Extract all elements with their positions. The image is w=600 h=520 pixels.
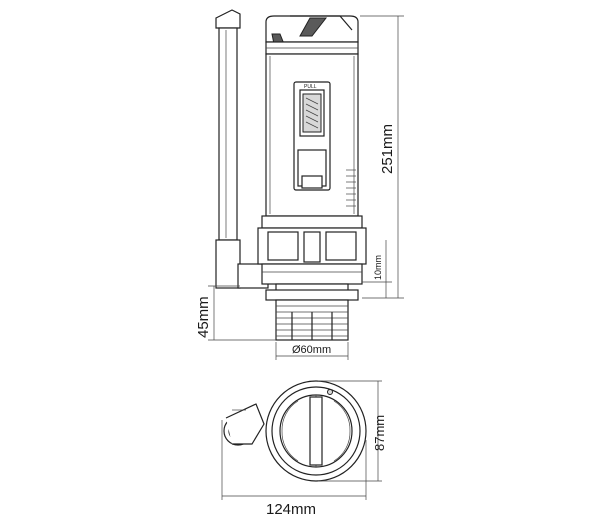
dim-label-124mm: 124mm — [266, 501, 316, 518]
dim-label-10mm: 10mm — [373, 255, 383, 280]
valve-body: PULL — [265, 53, 359, 217]
valve-top — [265, 380, 367, 482]
valve-lower-housing — [257, 215, 367, 301]
pull-label: PULL — [304, 84, 317, 90]
threaded-base — [275, 299, 349, 341]
ribs — [346, 169, 356, 207]
valve-cap — [265, 15, 359, 55]
overflow-tube-top — [223, 403, 265, 446]
side-view: PULL — [195, 9, 404, 360]
dim-label-60mm: Ø60mm — [292, 344, 331, 356]
dim-label-45mm: 45mm — [195, 296, 212, 338]
dimension-lines-top — [221, 380, 382, 500]
dim-label-251mm: 251mm — [379, 124, 396, 174]
pull-mechanism: PULL — [293, 81, 331, 191]
dim-label-87mm: 87mm — [372, 415, 387, 451]
top-view: 87mm 124mm — [221, 380, 387, 518]
dimension-lines-side — [208, 15, 404, 360]
